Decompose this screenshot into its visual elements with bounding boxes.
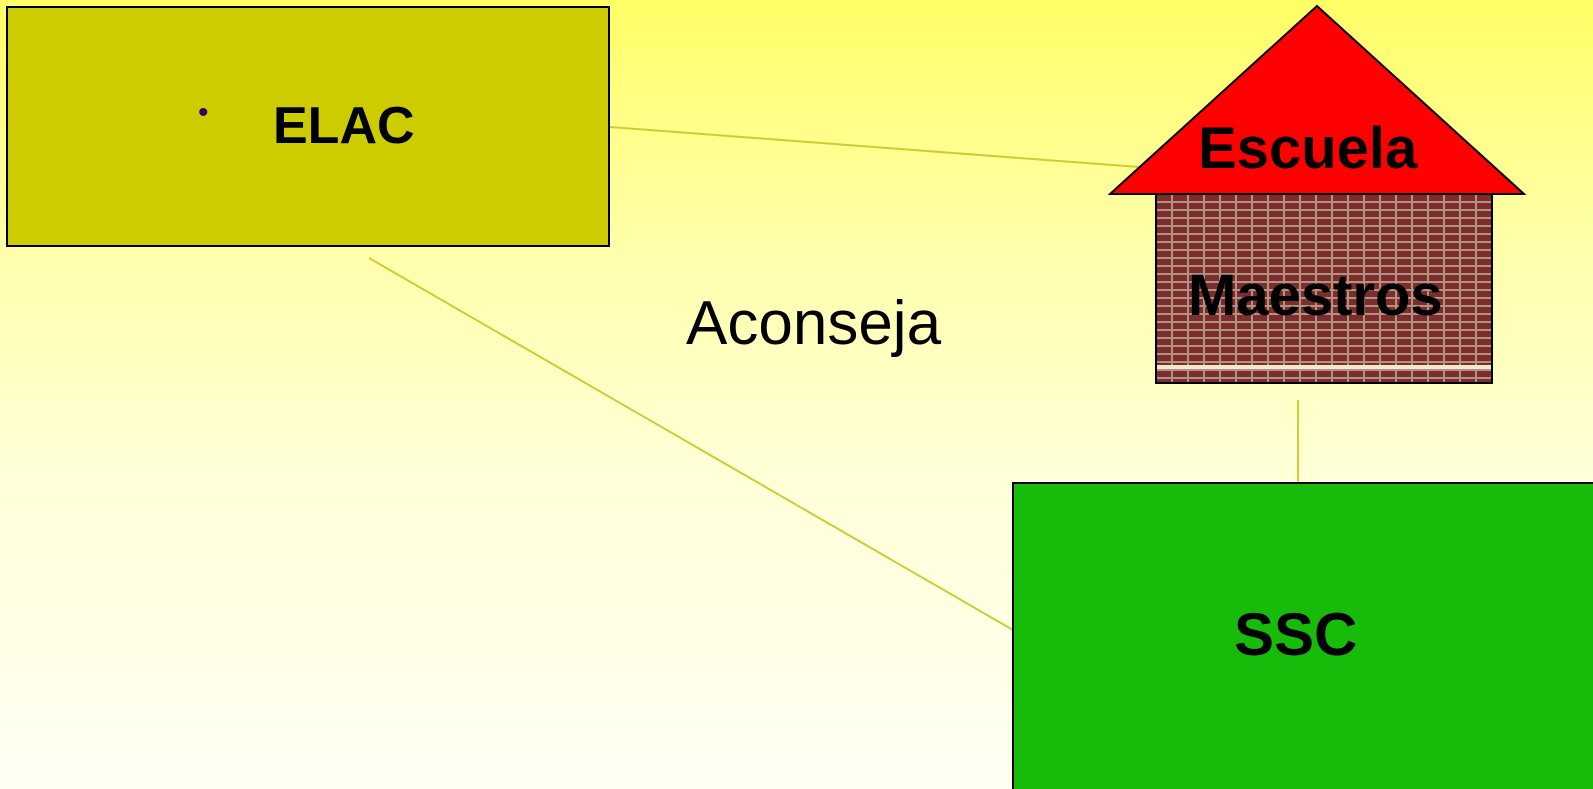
ssc-box [1012,482,1593,789]
school-wall [1155,193,1493,384]
ssc-label: SSC [1234,601,1358,668]
school-roof-label: Escuela [1198,116,1418,181]
wall-base-stripe [1157,365,1491,369]
elac-box [6,6,610,247]
elac-label: ELAC [273,97,415,155]
school-wall-label: Maestros [1188,263,1443,328]
connector-elac-ssc [368,257,1014,631]
edge-label-aconseja: Aconseja [686,289,942,358]
bullet-icon: • [198,96,209,129]
connector-elac-escuela [609,126,1179,171]
